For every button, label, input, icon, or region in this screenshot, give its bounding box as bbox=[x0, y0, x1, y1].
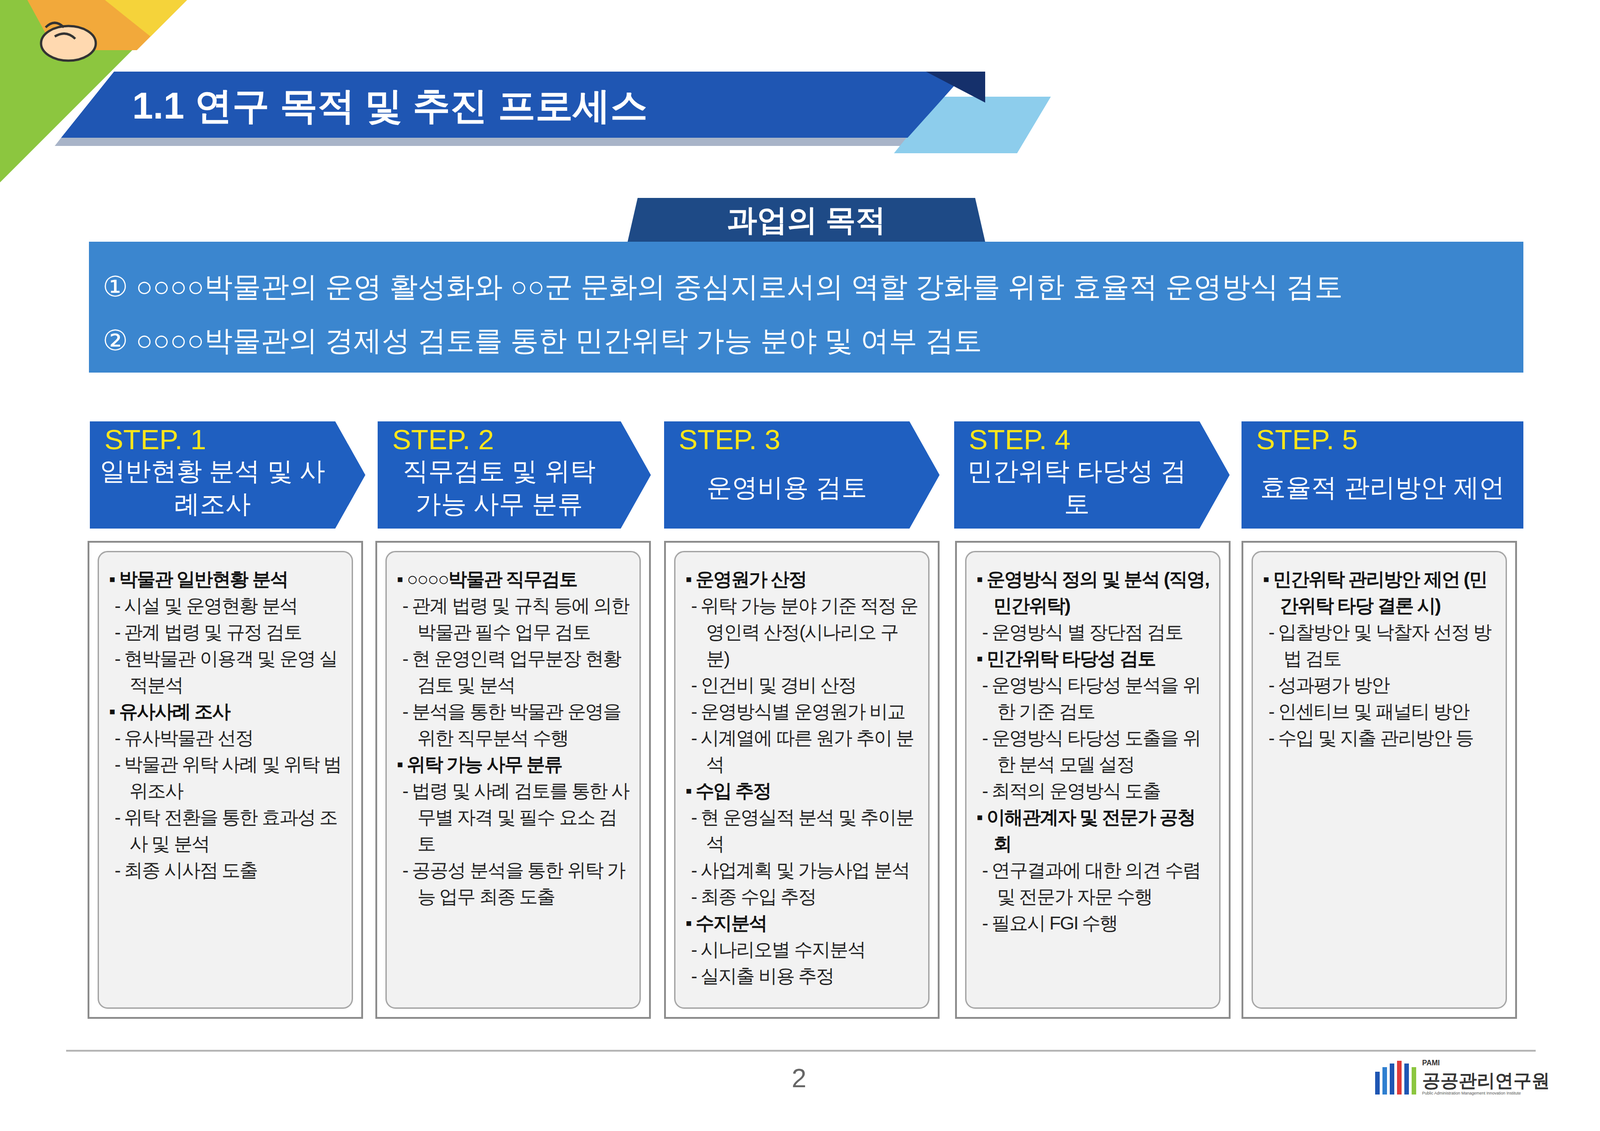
task-box: ▪ ○○○○박물관 직무검토- 관계 법령 및 규칙 등에 의한 박물관 필수 … bbox=[375, 540, 651, 1019]
step-title: 일반현황 분석 및 사례조사 bbox=[98, 454, 327, 521]
task-box: ▪ 박물관 일반현황 분석- 시설 및 운영현황 분석- 관계 법령 및 규정 … bbox=[87, 540, 364, 1019]
task-heading: ▪ 유사사례 조사 bbox=[109, 698, 344, 725]
step-number: STEP. 1 bbox=[104, 423, 207, 456]
task-heading: ▪ 운영방식 정의 및 분석 (직영, 민간위탁) bbox=[976, 566, 1211, 619]
task-item: - 실지출 비용 추정 bbox=[685, 962, 920, 990]
logo-name: 공공관리연구원 bbox=[1422, 1068, 1550, 1094]
logo-bars bbox=[1375, 1060, 1417, 1095]
task-item: - 공공성 분석을 통한 위탁 가능 업무 최종 도출 bbox=[396, 857, 632, 910]
task-heading: ▪ ○○○○박물관 직무검토 bbox=[396, 566, 632, 593]
step-title: 민간위탁 타당성 검토 bbox=[963, 454, 1191, 521]
footer-rule bbox=[66, 1049, 1536, 1052]
page-number: 2 bbox=[791, 1062, 807, 1094]
task-heading: ▪ 이해관계자 및 전문가 공청회 bbox=[976, 804, 1211, 858]
task-panel: ▪ 박물관 일반현황 분석- 시설 및 운영현황 분석- 관계 법령 및 규정 … bbox=[97, 550, 354, 1009]
step-title: 운영비용 검토 bbox=[673, 471, 901, 504]
task-item: - 운영방식별 운영원가 비교 bbox=[685, 698, 920, 725]
step-chevron: STEP. 1일반현황 분석 및 사례조사 bbox=[89, 421, 366, 529]
task-heading: ▪ 수지분석 bbox=[685, 909, 920, 937]
task-heading: ▪ 박물관 일반현황 분석 bbox=[109, 566, 344, 593]
task-item: - 박물관 위탁 사례 및 위탁 범위조사 bbox=[109, 751, 344, 805]
task-panel: ▪ 민간위탁 관리방안 제언 (민간위탁 타당 결론 시)- 입찰방안 및 낙찰… bbox=[1251, 550, 1507, 1009]
task-heading: ▪ 위탁 가능 사무 분류 bbox=[396, 751, 632, 778]
task-item: - 운영방식 타당성 분석을 위한 기준 검토 bbox=[976, 671, 1211, 725]
objective-line: ② ○○○○박물관의 경제성 검토를 통한 민간위탁 가능 분야 및 여부 검토 bbox=[102, 313, 1524, 368]
task-item: - 관계 법령 및 규칙 등에 의한 박물관 필수 업무 검토 bbox=[396, 592, 632, 646]
task-panel: ▪ 운영원가 산정- 위탁 가능 분야 기준 적정 운영인력 산정(시나리오 구… bbox=[674, 550, 930, 1009]
task-item: - 최종 시사점 도출 bbox=[109, 857, 344, 884]
logo-acronym: PAMI bbox=[1422, 1059, 1440, 1068]
task-heading: ▪ 운영원가 산정 bbox=[685, 566, 920, 593]
task-item: - 연구결과에 대한 의견 수렴 및 전문가 자문 수행 bbox=[976, 857, 1211, 910]
page-title: 1.1 연구 목적 및 추진 프로세스 bbox=[132, 81, 648, 132]
task-item: - 필요시 FGI 수행 bbox=[976, 909, 1211, 937]
task-item: - 성과평가 방안 bbox=[1262, 671, 1498, 699]
task-item: - 시계열에 따른 원가 추이 분석 bbox=[685, 724, 920, 778]
step-number: STEP. 4 bbox=[968, 423, 1071, 456]
logo-english: Public Administration Management Innovat… bbox=[1422, 1090, 1522, 1096]
task-item: - 인건비 및 경비 산정 bbox=[685, 671, 920, 699]
task-item: - 법령 및 사례 검토를 통한 사무별 자격 및 필수 요소 검토 bbox=[396, 777, 632, 858]
task-panel: ▪ 운영방식 정의 및 분석 (직영, 민간위탁)- 운영방식 별 장단점 검토… bbox=[965, 550, 1221, 1009]
task-item: - 최종 수입 추정 bbox=[685, 883, 920, 910]
task-item: - 입찰방안 및 낙찰자 선정 방법 검토 bbox=[1262, 618, 1498, 672]
task-item: - 분석을 통한 박물관 운영을 위한 직무분석 수행 bbox=[396, 698, 632, 752]
task-item: - 인센티브 및 패널티 방안 bbox=[1262, 698, 1498, 725]
objective-band: 과업의 목적① ○○○○박물관의 운영 활성화와 ○○군 문화의 중심지로서의 … bbox=[88, 241, 1524, 373]
task-heading: ▪ 민간위탁 타당성 검토 bbox=[976, 645, 1211, 672]
step-number: STEP. 2 bbox=[392, 423, 494, 456]
task-item: - 운영방식 별 장단점 검토 bbox=[976, 618, 1211, 646]
task-item: - 유사박물관 선정 bbox=[109, 724, 344, 752]
task-item: - 시설 및 운영현황 분석 bbox=[109, 592, 344, 619]
step-chevron: STEP. 4민간위탁 타당성 검토 bbox=[954, 421, 1230, 529]
task-box: ▪ 운영원가 산정- 위탁 가능 분야 기준 적정 운영인력 산정(시나리오 구… bbox=[664, 540, 940, 1019]
step-number: STEP. 3 bbox=[678, 423, 781, 456]
step-chevron: STEP. 3 운영비용 검토 bbox=[664, 421, 940, 529]
task-item: - 현박물관 이용객 및 운영 실적분석 bbox=[109, 645, 344, 699]
task-item: - 현 운영실적 분석 및 추이분석 bbox=[685, 804, 920, 858]
task-item: - 시나리오별 수지분석 bbox=[685, 936, 920, 963]
task-heading: ▪ 민간위탁 관리방안 제언 (민간위탁 타당 결론 시) bbox=[1262, 566, 1498, 619]
banner-corner bbox=[925, 71, 986, 103]
task-item: - 위탁 가능 분야 기준 적정 운영인력 산정(시나리오 구분) bbox=[685, 592, 920, 672]
task-item: - 현 운영인력 업무분장 현황 검토 및 분석 bbox=[396, 645, 632, 699]
task-panel: ▪ ○○○○박물관 직무검토- 관계 법령 및 규칙 등에 의한 박물관 필수 … bbox=[385, 550, 641, 1009]
task-item: - 수입 및 지출 관리방안 등 bbox=[1262, 724, 1498, 752]
banner-shadow bbox=[54, 137, 908, 146]
title-banner bbox=[61, 71, 967, 138]
step-number: STEP. 5 bbox=[1256, 423, 1358, 456]
task-heading: ▪ 수입 추정 bbox=[685, 777, 920, 805]
hand-icon bbox=[41, 22, 96, 61]
objective-heading: 과업의 목적 bbox=[627, 197, 986, 242]
task-item: - 최적의 운영방식 도출 bbox=[976, 777, 1211, 805]
objective-line: ① ○○○○박물관의 운영 활성화와 ○○군 문화의 중심지로서의 역할 강화를… bbox=[102, 259, 1524, 314]
task-item: - 사업계획 및 가능사업 분석 bbox=[685, 857, 920, 884]
step-chevron: STEP. 2직무검토 및 위탁 가능 사무 분류 bbox=[377, 421, 651, 529]
task-box: ▪ 운영방식 정의 및 분석 (직영, 민간위탁)- 운영방식 별 장단점 검토… bbox=[955, 540, 1231, 1019]
step-title: 직무검토 및 위탁 가능 사무 분류 bbox=[386, 454, 612, 521]
task-box: ▪ 민간위탁 관리방안 제언 (민간위탁 타당 결론 시)- 입찰방안 및 낙찰… bbox=[1241, 540, 1517, 1019]
task-item: - 운영방식 타당성 도출을 위한 분석 모델 설정 bbox=[976, 724, 1211, 778]
step-chevron: STEP. 5 효율적 관리방안 제언 bbox=[1241, 421, 1524, 529]
task-item: - 관계 법령 및 규정 검토 bbox=[109, 618, 344, 646]
step-title: 효율적 관리방안 제언 bbox=[1250, 471, 1515, 504]
task-item: - 위탁 전환을 통한 효과성 조사 및 분석 bbox=[109, 804, 344, 858]
corner-yellow bbox=[104, 0, 188, 37]
